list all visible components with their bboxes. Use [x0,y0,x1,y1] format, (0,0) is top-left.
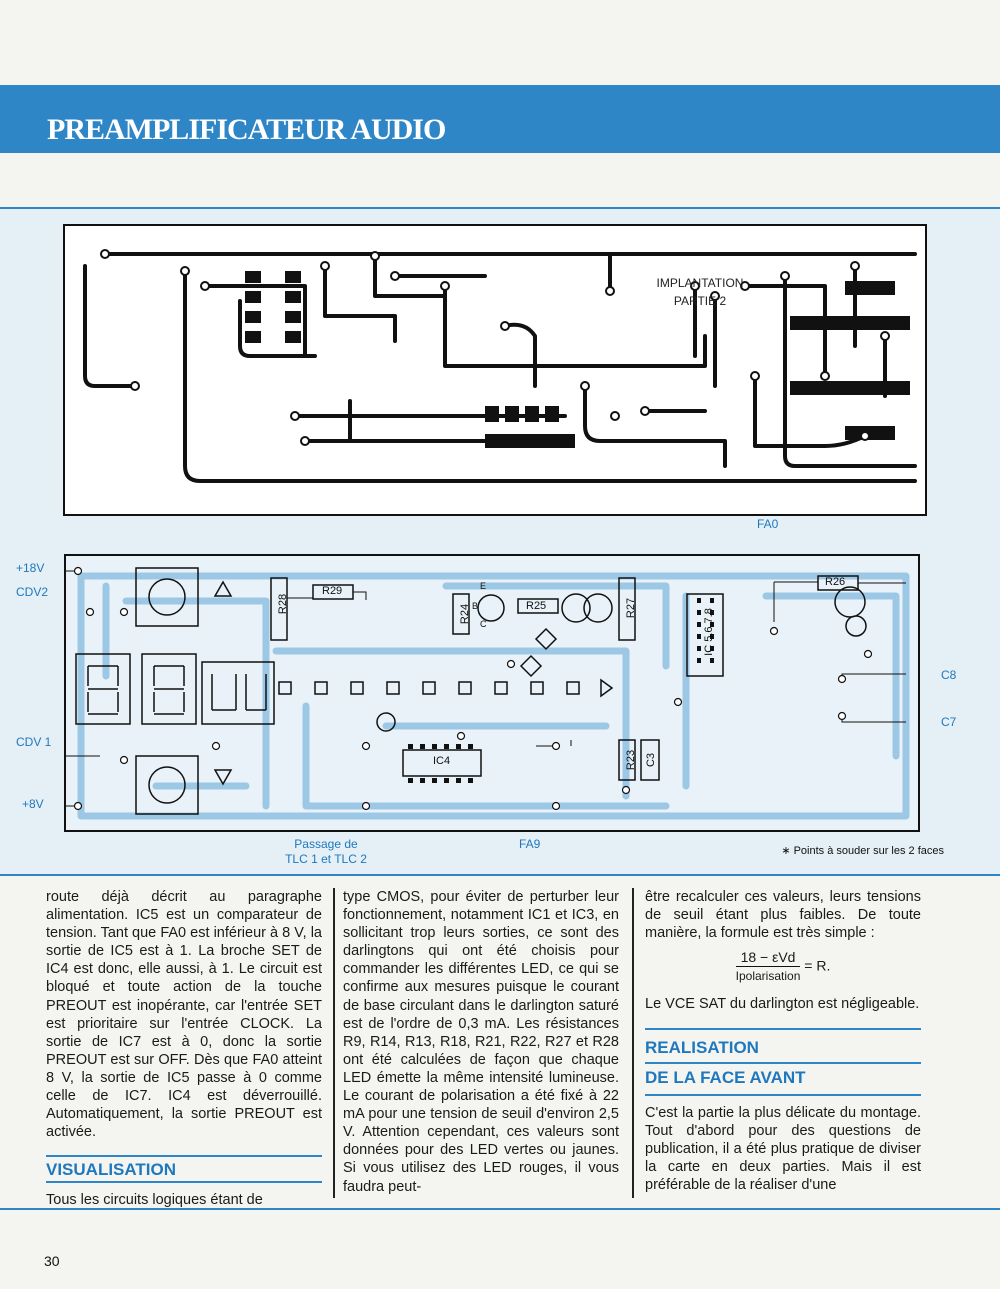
heading-realisation: REALISATION DE LA FACE AVANT [645,1027,921,1096]
label-fa0: FA0 [757,517,779,531]
col1-paragraph-2: Tous les circuits logiques étant de [46,1192,263,1209]
label-passage: Passage de TLC 1 et TLC 2 [276,837,376,867]
footnote: ∗ Points à souder sur les 2 faces [781,845,944,857]
figure-panel: IMPLANTATION PARTIE 2 +18V CDV2 CDV 1 +8… [0,207,1000,876]
front-panel-traces [66,566,910,820]
part-r27: R27 [625,597,638,619]
column-divider [333,888,335,1198]
col3-paragraph-1: être recalculer ces valeurs, leurs tensi… [645,889,921,942]
part-c-label: C [480,619,487,629]
front-panel-diagram: R28 R29 R24 R25 R27 IC 5.6.7.8 R26 IC4 R… [64,554,920,832]
bottom-rule [0,1208,1000,1210]
label-cdv2: CDV2 [16,585,49,599]
part-r26: R26 [825,576,846,588]
part-b-label: B [472,601,479,611]
part-r25: R25 [526,600,547,612]
part-ic4: IC4 [433,755,451,767]
formula-result: = R. [804,957,831,974]
page-number: 30 [44,1253,60,1269]
pcb-caption-line1: IMPLANTATION [656,276,744,290]
label-passage-line2: TLC 1 et TLC 2 [285,852,367,866]
col1-paragraph-1: route déjà décrit au paragraphe alimenta… [46,889,322,1141]
label-fa9: FA9 [519,837,541,851]
formula-numerator: 18 − εVd [735,948,801,968]
part-e-label: E [480,581,487,591]
formula-denominator: Ipolarisation [735,969,801,984]
col2-paragraph-1: type CMOS, pour éviter de perturber leur… [343,889,619,1195]
part-ic5678: IC 5.6.7.8 [702,608,715,656]
label-cdv1: CDV 1 [16,735,52,749]
formula: 18 − εVd Ipolarisation = R. [645,948,921,985]
pcb-caption-line2: PARTIE 2 [673,294,727,308]
part-r23: R23 [625,749,638,771]
label-c7: C7 [941,715,957,729]
part-r29: R29 [322,585,343,597]
heading-realisation-line1: REALISATION [645,1034,921,1064]
title-band: PREAMPLIFICATEUR AUDIO [0,85,1000,153]
article-column-2: type CMOS, pour éviter de perturber leur… [343,888,619,1196]
pcb-caption: IMPLANTATION PARTIE 2 [625,274,775,310]
label-passage-line1: Passage de [294,837,358,851]
heading-visualisation: VISUALISATION [46,1155,322,1184]
pcb-layout-diagram: IMPLANTATION PARTIE 2 [63,224,927,516]
part-r28: R28 [277,593,290,615]
article-column-3: être recalculer ces valeurs, leurs tensi… [645,888,921,1194]
pcb-traces [83,249,917,483]
col3-paragraph-3: C'est la partie la plus délicate du mont… [645,1104,921,1193]
label-plus18v: +18V [16,561,45,575]
label-plus8v: +8V [22,797,44,811]
article-column-1: route déjà décrit au paragraphe alimenta… [46,888,322,1210]
part-c3: C3 [645,752,658,768]
label-c8: C8 [941,668,957,682]
part-r24: R24 [459,603,472,625]
column-divider [632,888,634,1198]
heading-realisation-line2: DE LA FACE AVANT [645,1067,806,1087]
page-title: PREAMPLIFICATEUR AUDIO [47,113,446,146]
col3-paragraph-2: Le VCE SAT du darlington est négligeable… [645,996,920,1013]
